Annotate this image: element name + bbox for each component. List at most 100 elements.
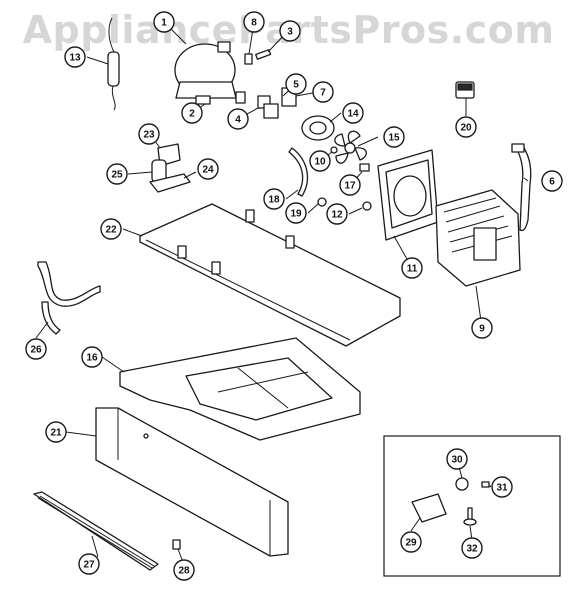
callout-number: 8 (251, 18, 257, 29)
drier-tube-part (107, 17, 120, 111)
front-grille-part (33, 491, 159, 571)
callout-number: 27 (83, 560, 95, 571)
callout-7: 7 (312, 81, 334, 103)
callout-circle (64, 46, 86, 68)
callout-number: 1 (161, 18, 167, 29)
control-parts (149, 143, 191, 193)
callout-number: 13 (69, 53, 81, 64)
callout-circle (383, 126, 405, 148)
callout-23: 23 (138, 123, 160, 145)
compressor-part (174, 41, 237, 105)
callout-circle (100, 218, 122, 240)
callout-9: 9 (471, 317, 493, 339)
callout-28: 28 (173, 559, 195, 581)
callout-circle (285, 202, 307, 224)
callout-11: 11 (401, 257, 423, 279)
drain-tube-part (511, 143, 532, 232)
callout-circle (446, 448, 468, 470)
callout-circle (285, 73, 307, 95)
callout-circle (78, 553, 100, 575)
callout-circle (197, 158, 219, 180)
callout-circle (243, 11, 265, 33)
callout-number: 24 (202, 165, 214, 176)
callout-number: 22 (105, 225, 117, 236)
toe-panel-part (95, 407, 289, 557)
callout-number: 31 (496, 483, 508, 494)
callout-number: 23 (143, 130, 155, 141)
callout-number: 4 (235, 115, 241, 126)
callout-circle (400, 531, 422, 553)
callout-number: 21 (50, 428, 62, 439)
callout-25: 25 (106, 163, 128, 185)
callout-22: 22 (100, 218, 122, 240)
callout-number: 12 (331, 210, 343, 221)
callout-circle (25, 338, 47, 360)
callout-number: 19 (290, 209, 302, 220)
fan-shroud-part (377, 149, 439, 241)
callout-24: 24 (197, 158, 219, 180)
callout-number: 15 (388, 133, 400, 144)
callout-number: 16 (86, 353, 98, 364)
callout-circle (279, 20, 301, 42)
callout-circle (263, 188, 285, 210)
drain-tray-part (119, 337, 361, 441)
callout-number: 5 (293, 80, 299, 91)
bolt-part (244, 49, 272, 65)
callout-circle (541, 170, 563, 192)
callout-circle (342, 102, 364, 124)
callout-number: 29 (405, 538, 417, 549)
callout-5: 5 (285, 73, 307, 95)
inset-box (383, 435, 561, 577)
connector-part (455, 81, 475, 99)
callout-circle (339, 174, 361, 196)
evaporator-cover-part (139, 203, 401, 347)
callout-27: 27 (78, 553, 100, 575)
callout-19: 19 (285, 202, 307, 224)
callout-number: 25 (111, 170, 123, 181)
relay-parts (235, 87, 297, 119)
callout-6: 6 (541, 170, 563, 192)
callout-30: 30 (446, 448, 468, 470)
callout-number: 28 (178, 566, 190, 577)
drain-hose-part (37, 261, 101, 335)
callout-number: 3 (287, 27, 293, 38)
callout-12: 12 (326, 203, 348, 225)
callout-labels: 1234567891011121314151617181920212223242… (25, 11, 563, 581)
callout-circle (81, 346, 103, 368)
callout-18: 18 (263, 188, 285, 210)
callout-number: 2 (189, 109, 195, 120)
callout-32: 32 (461, 537, 483, 559)
callout-4: 4 (227, 108, 249, 130)
grille-clip-part (172, 539, 181, 550)
callout-17: 17 (339, 174, 361, 196)
fan-motor-part (301, 115, 335, 141)
callout-circle (106, 163, 128, 185)
callout-circle (326, 203, 348, 225)
motor-bracket-part (288, 147, 309, 197)
callout-number: 10 (314, 157, 326, 168)
callout-circle (309, 150, 331, 172)
callout-circle (138, 123, 160, 145)
callout-20: 20 (455, 116, 477, 138)
callout-13: 13 (64, 46, 86, 68)
evaporator-part (435, 189, 521, 287)
callout-number: 26 (30, 345, 42, 356)
callout-21: 21 (45, 421, 67, 443)
callout-circle (181, 102, 203, 124)
callout-14: 14 (342, 102, 364, 124)
fastener-parts (317, 146, 372, 211)
leader-lines (35, 21, 529, 566)
callout-29: 29 (400, 531, 422, 553)
fan-blade-part (334, 130, 367, 164)
callout-16: 16 (81, 346, 103, 368)
callout-number: 18 (268, 195, 280, 206)
callout-number: 32 (466, 544, 478, 555)
callout-circle (461, 537, 483, 559)
callout-circle (227, 108, 249, 130)
callout-circle (401, 257, 423, 279)
callout-circle (491, 476, 513, 498)
callout-26: 26 (25, 338, 47, 360)
callout-31: 31 (491, 476, 513, 498)
callout-10: 10 (309, 150, 331, 172)
